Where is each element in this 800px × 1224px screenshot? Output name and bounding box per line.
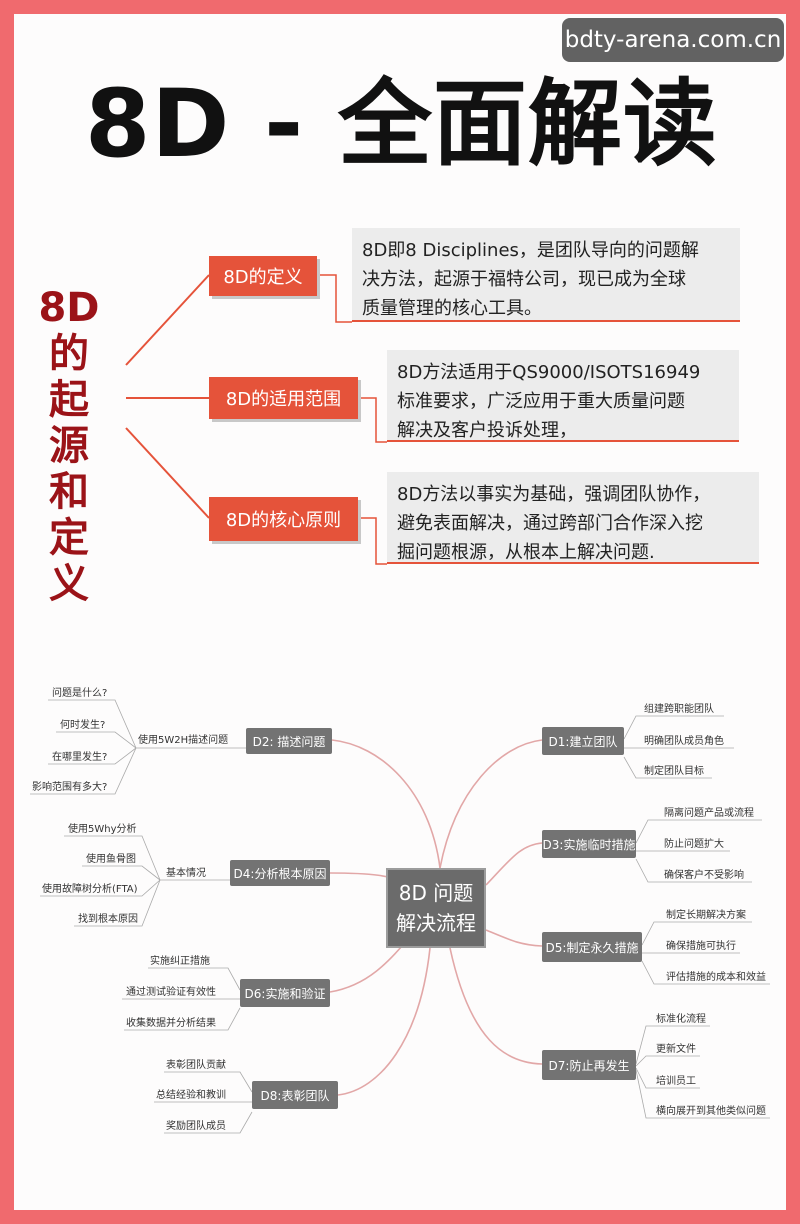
d2-leaf: 影响范围有多大? (32, 782, 108, 793)
d7-leaf: 标准化流程 (656, 1014, 706, 1025)
d1-leaf: 制定团队目标 (644, 766, 704, 777)
d4-sub-label: 基本情况 (166, 868, 206, 879)
page-background (14, 14, 786, 1210)
d3-leaf: 防止问题扩大 (664, 839, 724, 850)
d4-leaf: 使用5Why分析 (68, 824, 137, 835)
d2-leaf: 在哪里发生? (52, 752, 108, 763)
desc-line: 避免表面解决，通过跨部门合作深入挖 (397, 513, 703, 534)
node-d8: D8:表彰团队 (252, 1081, 338, 1109)
scope-label: 8D的适用范围 (209, 377, 358, 419)
d8-leaf: 总结经验和教训 (156, 1090, 226, 1101)
d1-leaf: 明确团队成员角色 (644, 736, 724, 747)
d7-leaf: 横向展开到其他类似问题 (656, 1106, 766, 1117)
d8-leaf: 表彰团队贡献 (166, 1060, 226, 1071)
d4-leaf: 找到根本原因 (78, 914, 138, 925)
d2-sub-label: 使用5W2H描述问题 (138, 735, 229, 746)
node-d1: D1:建立团队 (542, 727, 624, 755)
watermark: bdty-arena.com.cn (562, 18, 784, 62)
principle-description: 8D方法以事实为基础，强调团队协作， 避免表面解决，通过跨部门合作深入挖 掘问题… (387, 472, 759, 564)
d3-leaf: 隔离问题产品或流程 (664, 808, 754, 819)
scope-description: 8D方法适用于QS9000/ISOTS16949 标准要求，广泛应用于重大质量问… (387, 350, 739, 442)
d3-leaf: 确保客户不受影响 (664, 870, 744, 881)
d4-leaf: 使用鱼骨图 (86, 854, 136, 865)
d6-leaf: 通过测试验证有效性 (126, 987, 216, 998)
node-d2: D2: 描述问题 (246, 728, 332, 754)
node-d3: D3:实施临时措施 (542, 830, 636, 858)
principle-label: 8D的核心原则 (209, 497, 358, 541)
page-title: 8D - 全面解读 (85, 70, 718, 179)
vtitle-char: 8D (38, 285, 100, 331)
d2-leaf: 何时发生? (60, 720, 106, 731)
node-d6: D6:实施和验证 (240, 979, 330, 1007)
vtitle-char: 定 (49, 515, 89, 561)
d4-leaf: 使用故障树分析(FTA) (42, 884, 138, 895)
vtitle-char: 义 (49, 561, 89, 607)
desc-line: 决方法，起源于福特公司，现已成为全球 (362, 269, 686, 290)
d2-leaf: 问题是什么? (52, 688, 108, 699)
d5-leaf: 制定长期解决方案 (666, 910, 746, 921)
node-d4: D4:分析根本原因 (230, 860, 330, 886)
d5-leaf: 确保措施可执行 (666, 941, 736, 952)
origin-vertical-title: 8D 的 起 源 和 定 义 (36, 285, 102, 607)
desc-line: 8D即8 Disciplines，是团队导向的问题解 (362, 240, 699, 261)
center-line: 解决流程 (396, 911, 476, 935)
desc-line: 解决及客户投诉处理， (397, 420, 577, 441)
mindmap-center-node: 8D 问题 解决流程 (386, 868, 486, 948)
vtitle-char: 的 (49, 331, 89, 377)
d6-leaf: 收集数据并分析结果 (126, 1018, 216, 1029)
node-d5: D5:制定永久措施 (542, 932, 642, 962)
desc-line: 8D方法以事实为基础，强调团队协作， (397, 484, 711, 505)
center-line: 8D 问题 (398, 881, 474, 905)
definition-label: 8D的定义 (209, 256, 317, 296)
desc-line: 标准要求，广泛应用于重大质量问题 (397, 391, 685, 412)
d7-leaf: 培训员工 (656, 1076, 696, 1087)
d8-leaf: 奖励团队成员 (166, 1121, 226, 1132)
node-d7: D7:防止再发生 (542, 1050, 636, 1080)
d1-leaf: 组建跨职能团队 (644, 704, 714, 715)
vtitle-char: 起 (49, 377, 89, 423)
desc-line: 掘问题根源，从根本上解决问题. (397, 542, 655, 563)
desc-line: 质量管理的核心工具。 (362, 298, 542, 319)
vtitle-char: 和 (49, 469, 89, 515)
vtitle-char: 源 (49, 423, 89, 469)
d6-leaf: 实施纠正措施 (150, 956, 210, 967)
definition-description: 8D即8 Disciplines，是团队导向的问题解 决方法，起源于福特公司，现… (352, 228, 740, 322)
d7-leaf: 更新文件 (656, 1044, 696, 1055)
d5-leaf: 评估措施的成本和效益 (666, 972, 766, 983)
desc-line: 8D方法适用于QS9000/ISOTS16949 (397, 362, 701, 383)
